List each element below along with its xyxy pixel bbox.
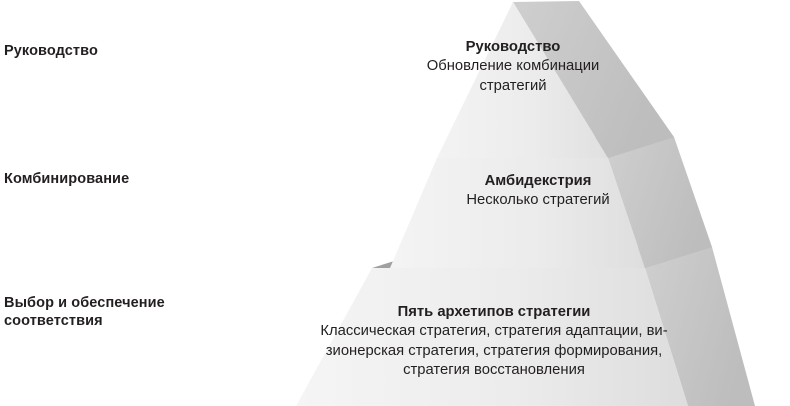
tier-apex-front-face [437, 2, 608, 158]
stage-label-combination: Комбинирование [4, 171, 130, 187]
tier-middle-front-face [390, 158, 645, 268]
tier-base-front-face [296, 268, 688, 406]
stage-label-governance: Руководство [4, 43, 98, 59]
pyramid-tier-base [296, 247, 755, 406]
tier-middle-side-face [608, 137, 712, 268]
stage-label-selection: Выбор и обеспечение соответствия [4, 295, 165, 329]
tier-base-side-face [645, 247, 755, 406]
tier-apex-side-face [513, 1, 674, 158]
pyramid-tier-apex [437, 1, 674, 158]
